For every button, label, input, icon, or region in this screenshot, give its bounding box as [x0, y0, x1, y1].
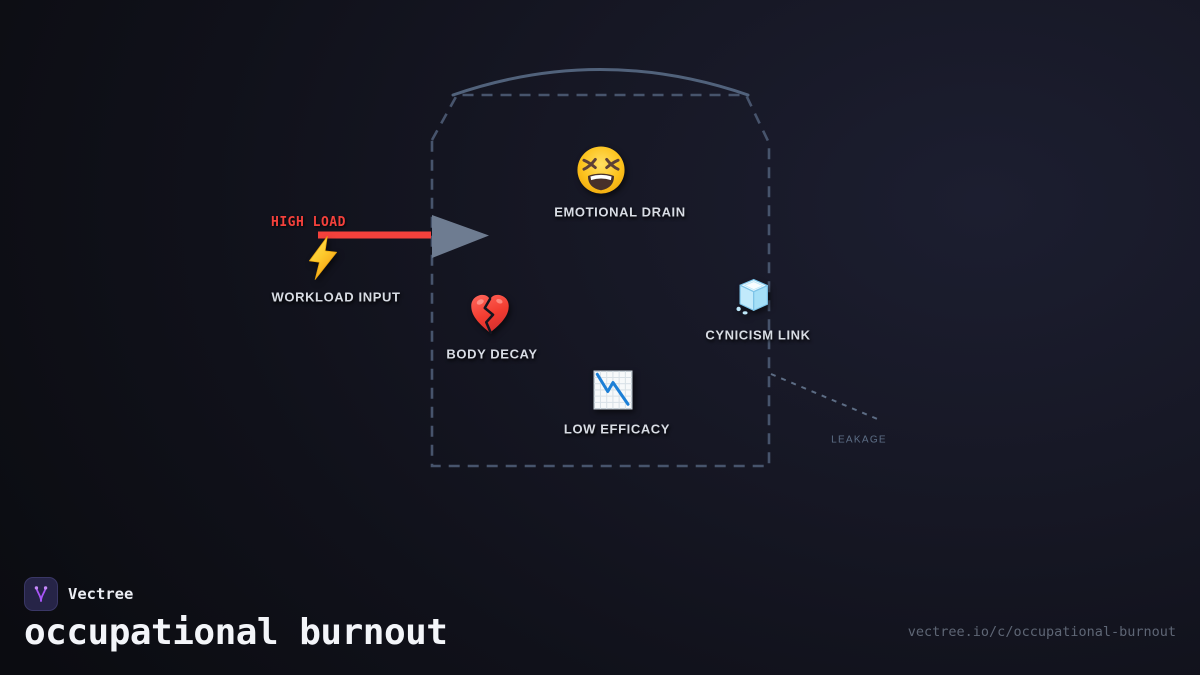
brand-name: Vectree — [68, 585, 134, 603]
leakage-line — [770, 373, 883, 422]
chart-decreasing-emoji — [589, 366, 637, 414]
node-label: WORKLOAD INPUT — [271, 289, 401, 305]
page-title: occupational burnout — [24, 612, 448, 653]
share-url[interactable]: vectree.io/c/occupational-burnout — [907, 624, 1176, 640]
tired-face-emoji — [575, 144, 627, 196]
flow-label-high-load: HIGH LOAD — [271, 215, 346, 230]
head-arc-line — [451, 68, 750, 97]
node-label: EMOTIONAL DRAIN — [554, 204, 686, 220]
broken-heart-emoji — [466, 290, 514, 338]
brand-row: Vectree — [24, 577, 133, 611]
flow-arrowhead — [432, 215, 489, 258]
high-voltage-emoji — [300, 235, 346, 281]
node-label: CYNICISM LINK — [705, 327, 811, 343]
node-label: BODY DECAY — [446, 346, 538, 362]
vectree-logo-icon — [24, 577, 58, 611]
node-label: LOW EFFICACY — [563, 421, 671, 437]
leakage-label: LEAKAGE — [831, 434, 887, 446]
ice-cube-emoji — [730, 273, 776, 319]
